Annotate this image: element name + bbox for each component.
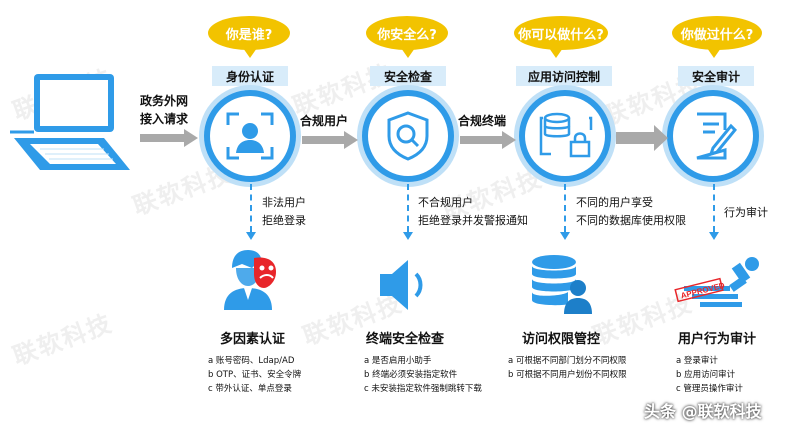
security-check-step-node xyxy=(362,90,454,182)
shield-search-icon xyxy=(387,111,429,161)
dashed-arrow-head-2 xyxy=(403,232,413,240)
watermark: 联软科技 xyxy=(9,308,117,371)
stamp-icon: APPROVED xyxy=(674,257,759,307)
question-bubble-who: 你是谁? xyxy=(208,16,290,58)
dashed-arrow-head-3 xyxy=(560,232,570,240)
step-label-access-control: 应用访问控制 xyxy=(516,66,612,86)
note-user-permissions: 不同的用户享受不同的数据库使用权限 xyxy=(576,196,686,227)
dashed-arrow-1 xyxy=(250,184,252,232)
entry-label: 政务外网接入请求 xyxy=(140,94,189,126)
document-edit-icon xyxy=(696,112,737,160)
dashed-arrow-2 xyxy=(407,184,409,232)
feature-title-behavior-audit: 用户行为审计 xyxy=(678,332,757,347)
dashed-arrow-head-4 xyxy=(709,232,719,240)
speaker-icon xyxy=(380,260,423,310)
access-control-step-node xyxy=(519,90,611,182)
identity-step-node xyxy=(204,90,296,182)
feature-title-terminal-check: 终端安全检查 xyxy=(366,332,445,347)
question-bubble-did: 你做过什么? xyxy=(672,16,762,58)
step-label-security-check: 安全检查 xyxy=(370,66,446,86)
arrow-step2-step3 xyxy=(460,131,516,149)
arrow-label-compliant-terminal: 合规终端 xyxy=(458,114,507,128)
footer-source-label: 头条 @联软科技 xyxy=(644,402,762,421)
arrow-step1-step2 xyxy=(302,131,358,149)
dashed-arrow-head-1 xyxy=(246,232,256,240)
arrow-entry xyxy=(140,129,198,147)
laptop-icon xyxy=(10,74,130,170)
step-label-audit: 安全审计 xyxy=(678,66,754,86)
feature-title-access-control: 访问权限管控 xyxy=(522,332,601,347)
note-illegal-user: 非法用户拒绝登录 xyxy=(262,196,306,227)
dashed-arrow-3 xyxy=(564,184,566,232)
arrow-step3-step4 xyxy=(616,125,668,151)
note-behavior-audit: 行为审计 xyxy=(724,206,768,219)
database-lock-icon xyxy=(539,112,593,158)
question-bubble-can: 你可以做什么? xyxy=(514,16,608,58)
step-label-identity: 身份认证 xyxy=(212,66,288,86)
dashed-arrow-4 xyxy=(713,184,715,232)
arrow-label-compliant-user: 合规用户 xyxy=(300,114,349,128)
feature-title-mfa: 多因素认证 xyxy=(220,332,286,347)
face-scan-icon xyxy=(226,112,274,160)
database-user-icon xyxy=(532,255,592,314)
masked-user-icon xyxy=(224,250,276,310)
question-bubble-safe: 你安全么? xyxy=(366,16,448,58)
audit-step-node xyxy=(667,90,759,182)
note-noncompliant-user: 不合规用户拒绝登录并发警报通知 xyxy=(418,196,528,227)
